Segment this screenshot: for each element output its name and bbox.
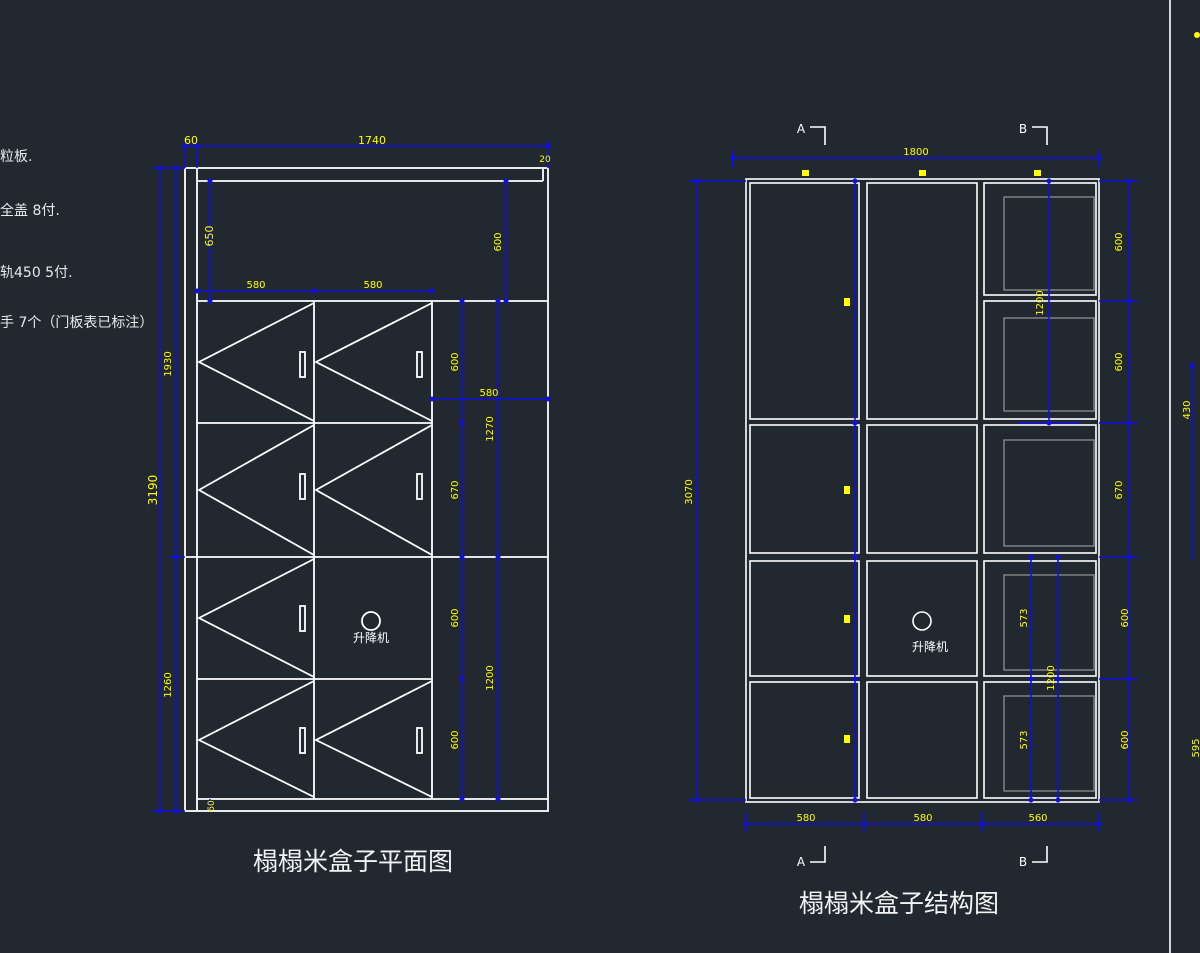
handle-r2c1 xyxy=(299,473,306,500)
note-line-1: 粒板. xyxy=(0,149,33,165)
dim-text: 580 xyxy=(479,388,498,399)
section-a-bottom: A xyxy=(797,855,806,869)
handle-r2c2 xyxy=(416,473,423,500)
dim-text: 1800 xyxy=(903,147,928,158)
hardware-markers xyxy=(802,170,1041,743)
plan-view xyxy=(184,167,549,812)
dim-text: 1200 xyxy=(1046,665,1057,690)
dim-text: 1740 xyxy=(358,134,386,147)
dim-text: 600 xyxy=(1114,352,1125,371)
lift-mechanism-icon xyxy=(912,611,932,631)
door-swing-r1c2 xyxy=(314,302,433,422)
door-swing-r4c1 xyxy=(197,680,315,798)
dim-text: 20 xyxy=(539,155,551,165)
dim-text: 3070 xyxy=(684,479,695,504)
note-line-4: 手 7个（门板表已标注） xyxy=(0,315,154,331)
dim-text: 60 xyxy=(184,134,198,147)
dim-text: 650 xyxy=(203,226,216,247)
structure-device-label: 升降机 xyxy=(912,640,948,654)
structure-dim-ticks xyxy=(694,155,1132,827)
dim-text: 3190 xyxy=(146,475,160,506)
dim-text: 1200 xyxy=(1035,290,1046,315)
dim-text: 600 xyxy=(450,352,461,371)
dim-text: 1270 xyxy=(485,416,496,441)
structure-view xyxy=(745,178,1100,803)
door-swing-r1c1 xyxy=(197,302,315,422)
dim-text: 670 xyxy=(1114,480,1125,499)
dim-text: 573 xyxy=(1019,730,1030,749)
handle-r1c2 xyxy=(416,351,423,378)
structure-dim-texts: 1800 3070 580 580 560 600 600 670 600 60… xyxy=(684,147,1131,824)
section-b-top: B xyxy=(1019,122,1027,136)
structure-outer-frame xyxy=(745,178,1100,803)
section-markers: A B A B xyxy=(797,122,1048,869)
door-swing-r2c2 xyxy=(314,424,433,556)
plan-title: 榻榻米盒子平面图 xyxy=(253,847,454,876)
handle-r4c2 xyxy=(416,727,423,754)
plan-device-label: 升降机 xyxy=(353,631,389,645)
dim-text: 600 xyxy=(493,232,504,251)
dim-text: 580 xyxy=(363,280,382,291)
dim-text: 600 xyxy=(450,608,461,627)
door-swing-r3c1 xyxy=(197,558,315,678)
right-edge-view: 430 595 xyxy=(1169,0,1200,953)
plan-outer-frame xyxy=(184,167,549,812)
dim-text: 1930 xyxy=(163,351,174,376)
dim-text: 60 xyxy=(207,800,217,812)
dim-text: 430 xyxy=(1182,400,1193,419)
dim-text: 595 xyxy=(1191,738,1200,757)
structure-title: 榻榻米盒子结构图 xyxy=(799,889,1000,918)
dim-text: 573 xyxy=(1019,608,1030,627)
plan-dim-ticks xyxy=(157,143,551,814)
dim-text: 600 xyxy=(1114,232,1125,251)
note-line-3: 轨450 5付. xyxy=(0,265,73,281)
dim-text: 580 xyxy=(246,280,265,291)
section-a-top: A xyxy=(797,122,806,136)
structure-dimension-lines xyxy=(688,150,1138,832)
handle-r4c1 xyxy=(299,727,306,754)
door-swing-r2c1 xyxy=(197,424,315,556)
dim-text: 1200 xyxy=(485,665,496,690)
door-swing-r4c2 xyxy=(313,680,433,798)
dim-text: 600 xyxy=(1120,730,1131,749)
dim-text: 670 xyxy=(450,480,461,499)
dim-text: 580 xyxy=(796,813,815,824)
plan-dim-texts: 60 1740 20 650 600 580 580 580 1270 1200… xyxy=(146,134,551,812)
dim-text: 600 xyxy=(450,730,461,749)
dim-text: 600 xyxy=(1120,608,1131,627)
section-b-bottom: B xyxy=(1019,855,1027,869)
dim-text: 1260 xyxy=(163,672,174,697)
dim-text: 580 xyxy=(913,813,932,824)
dim-text: 560 xyxy=(1028,813,1047,824)
handle-r1c1 xyxy=(299,351,306,378)
handle-r3c1 xyxy=(299,605,306,632)
lift-mechanism-icon xyxy=(361,611,381,631)
note-line-2: 全盖 8付. xyxy=(0,203,60,219)
